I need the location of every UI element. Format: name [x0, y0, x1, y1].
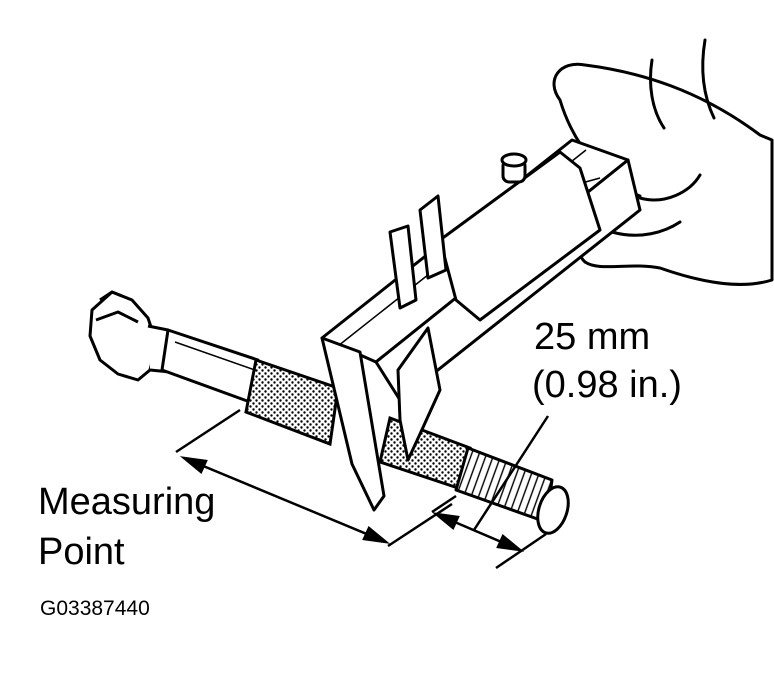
caliper-slider [438, 150, 602, 322]
caliper-upper-jaws [388, 194, 448, 310]
dimension-metric-label: 25 mm [534, 316, 651, 358]
thread-length-dimension [431, 415, 550, 570]
bolt-shank [160, 328, 260, 404]
knurled-section-left [244, 358, 340, 447]
knurled-section-right [378, 415, 472, 490]
measuring-point-label-2: Point [38, 531, 125, 573]
threaded-end [454, 446, 570, 535]
figure-code: G03387440 [40, 597, 150, 620]
dimension-imperial-label: (0.98 in.) [532, 364, 682, 406]
measuring-point-dimension [175, 408, 453, 548]
hand [552, 38, 774, 286]
caliper-lower-jaws [320, 326, 442, 512]
measuring-point-label: Measuring [38, 481, 216, 523]
